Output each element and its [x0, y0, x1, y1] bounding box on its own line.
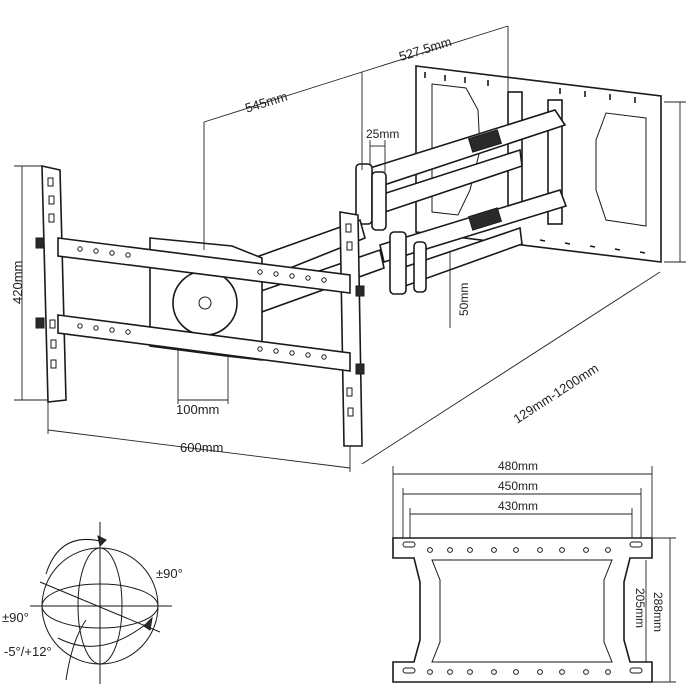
detail-slots-top — [402, 541, 643, 553]
detail-205mm: 205mm — [633, 588, 647, 628]
tv-bracket — [35, 164, 365, 447]
detail-288mm: 288mm — [651, 592, 665, 632]
detail-450mm: 450mm — [498, 479, 538, 493]
dim-25mm: 25mm — [366, 127, 399, 141]
detail-slots-bottom — [402, 667, 643, 675]
wall-plate-perspective — [415, 65, 662, 263]
detail-430mm: 430mm — [498, 499, 538, 513]
rail-holes — [47, 177, 354, 417]
wall-plate-slots-top — [424, 72, 636, 103]
dim-545mm: 545mm — [243, 89, 289, 116]
dim-50mm: 50mm — [457, 283, 471, 316]
dim-600mm: 600mm — [180, 440, 223, 455]
tilt-label: -5°/+12° — [4, 644, 52, 659]
articulating-arms — [218, 91, 568, 319]
dimension-lines — [14, 25, 686, 472]
detail-480mm: 480mm — [498, 459, 538, 473]
wall-plate-slots-bottom — [539, 239, 646, 254]
dim-100mm: 100mm — [176, 402, 219, 417]
dim-527-5mm: 527.5mm — [397, 34, 453, 64]
dim-extension-range: 129mm-1200mm — [511, 360, 602, 426]
dim-420mm: 420mm — [10, 261, 25, 304]
horizontal-rail-holes — [77, 246, 327, 360]
swivel-label: ±90° — [156, 566, 183, 581]
rotate-label: ±90° — [2, 610, 29, 625]
rotation-globe-icon — [30, 522, 172, 684]
wall-plate-detail — [392, 466, 676, 683]
